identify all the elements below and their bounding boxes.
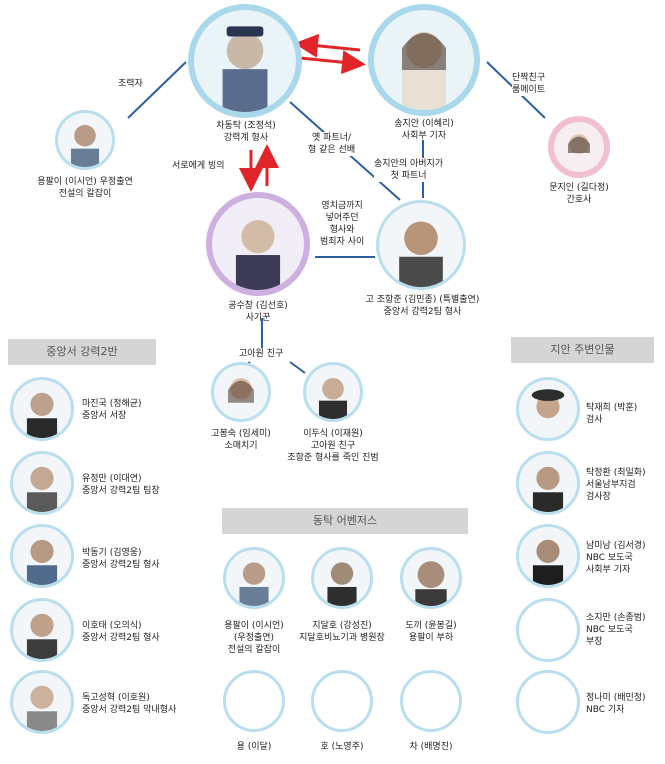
avenger-label: 호 (노영주) <box>320 742 364 752</box>
left-member-label: 유정만 (이대연)중앙서 강력2팀 팀장 <box>82 474 160 496</box>
bongsuk-photo <box>211 362 271 422</box>
jiin-label: 문지인 (길다정)간호사 <box>549 183 609 205</box>
relation-helper: 조력자 <box>118 78 143 90</box>
avenger-photo <box>400 547 462 609</box>
right-member-label: 정나미 (배민정)NBC 기자 <box>586 693 646 715</box>
jian-label: 송지안 (이혜리)사회부 기자 <box>394 119 454 141</box>
arrow-to-dongtak <box>294 33 361 58</box>
left-member-label: 박동기 (김영웅)중앙서 강력2팀 형사 <box>82 548 160 570</box>
line-orphan-right <box>289 361 306 374</box>
right-member-placeholder <box>516 670 580 734</box>
right-member-label: 탁재희 (박훈)검사 <box>586 403 638 425</box>
avenger-label: 용 (이달) <box>236 742 272 752</box>
suchang-photo <box>206 192 310 296</box>
left-member-photo <box>10 451 74 515</box>
jian-photo <box>368 4 480 116</box>
avenger-label: 지달호 (강성진)지달호비뇨기과 병원장 <box>299 621 385 643</box>
avenger-label: 차 (배명진) <box>409 742 453 752</box>
right-member-photo <box>516 451 580 515</box>
left-member-label: 독고성혁 (이호원)중앙서 강력2팀 막내형사 <box>82 693 177 715</box>
dongtak-photo <box>188 4 302 118</box>
avenger-placeholder <box>400 670 462 732</box>
avenger-photo <box>223 547 285 609</box>
dongtak-label: 차동탁 (조정석)강력계 형사 <box>216 121 276 143</box>
left-member-photo <box>10 598 74 662</box>
right-member-photo <box>516 377 580 441</box>
left-member-photo <box>10 377 74 441</box>
bongsuk-label: 고봉숙 (임세미)소매치기 <box>211 429 271 451</box>
avenger-label: 용팔이 (이시언)(우정출연)전설의 칼잡이 <box>224 621 284 655</box>
dusik-photo <box>303 362 363 422</box>
relation-expartner: 옛 파트너/형 같은 선배 <box>308 132 356 156</box>
jiin-photo <box>548 116 610 178</box>
avenger-placeholder <box>311 670 373 732</box>
avenger-photo <box>311 547 373 609</box>
avenger-placeholder <box>223 670 285 732</box>
section-left-title: 중앙서 강력2반 <box>8 339 156 365</box>
hangjun-label: 고 조항준 (김민종) (특별출연)중앙서 강력2팀 형사 <box>365 295 480 317</box>
hangjun-photo <box>376 200 466 290</box>
left-member-photo <box>10 524 74 588</box>
relation-bingui: 서로에게 빙의 <box>172 160 225 172</box>
relation-orphanage: 고아원 친구 <box>239 348 284 360</box>
section-avengers-title: 동탁 어벤저스 <box>222 508 468 534</box>
avenger-label: 도끼 (윤봉길)용팔이 부하 <box>405 621 457 643</box>
arrow-to-jian <box>299 50 366 75</box>
right-member-photo <box>516 524 580 588</box>
section-right-title: 지안 주변인물 <box>511 337 654 363</box>
left-member-label: 마진국 (정해균)중앙서 서장 <box>82 399 142 421</box>
palyi-top-photo <box>55 110 115 170</box>
suchang-label: 공수창 (김선호)사기꾼 <box>228 301 288 323</box>
line-helper <box>127 61 187 119</box>
left-member-photo <box>10 670 74 734</box>
right-member-placeholder <box>516 598 580 662</box>
left-member-label: 이호태 (오의식)중앙서 강력2팀 형사 <box>82 621 160 643</box>
